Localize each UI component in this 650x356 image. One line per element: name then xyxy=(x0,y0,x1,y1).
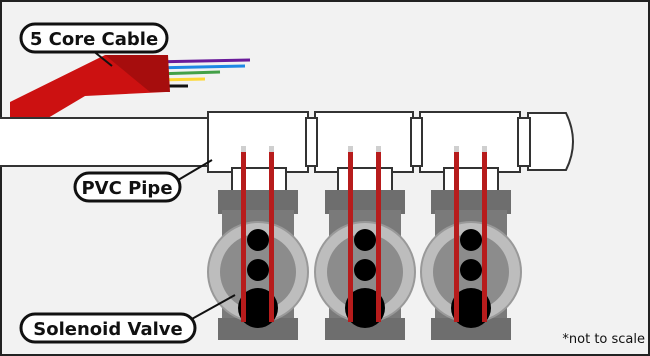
pipe-tee-3-stem xyxy=(443,167,499,193)
valve-label: Solenoid Valve xyxy=(19,312,197,344)
pipe-label-box xyxy=(73,171,182,203)
cable-jacket-tip xyxy=(105,55,170,92)
five-core-cable xyxy=(10,55,251,118)
valve-body-bottom xyxy=(325,318,405,340)
pipe-tee-2-stem xyxy=(337,167,393,193)
valve-port-top xyxy=(354,229,376,251)
valve-port-bottom xyxy=(451,288,491,328)
valve-port-top xyxy=(460,229,482,251)
pipe-end-cap xyxy=(527,112,574,171)
valve-port-mid xyxy=(354,259,376,281)
cable-label: 5 Core Cable xyxy=(19,22,169,54)
solenoid-valve-3 xyxy=(420,146,522,340)
valve-label-box xyxy=(19,312,197,344)
solenoid-wire-tip-right xyxy=(376,146,381,152)
solenoid-wire-left xyxy=(454,150,459,322)
valve-callout-leader xyxy=(189,294,236,321)
pipe-joint-1 xyxy=(305,117,318,167)
valve-port-mid xyxy=(247,259,269,281)
solenoid-wire-tip-left xyxy=(454,146,459,152)
solenoid-wire-right xyxy=(482,150,487,322)
cable-label-text: 5 Core Cable xyxy=(30,29,158,50)
pipe-tee-2 xyxy=(314,111,414,173)
solenoid-wire-tip-left xyxy=(348,146,353,152)
valve-port-mid xyxy=(460,259,482,281)
valve-port-top xyxy=(247,229,269,251)
solenoid-wire-left xyxy=(348,150,353,322)
pipe-end-collar xyxy=(517,117,531,167)
solenoid-wire-right xyxy=(376,150,381,322)
pipe-tee-1-stem xyxy=(231,167,287,193)
solenoid-wire-tip-right xyxy=(269,146,274,152)
pvc-pipe xyxy=(0,111,574,193)
valve-port-bottom xyxy=(238,288,278,328)
valve-body-bottom xyxy=(431,318,511,340)
scale-note: *not to scale xyxy=(562,332,645,347)
valve-body-bottom xyxy=(218,318,298,340)
valve-label-text: Solenoid Valve xyxy=(33,319,182,340)
solenoid-wire-right xyxy=(269,150,274,322)
pipe-label: PVC Pipe xyxy=(73,171,182,203)
solenoid-wire-tip-right xyxy=(482,146,487,152)
pipe-main xyxy=(0,117,217,167)
solenoid-valve-2 xyxy=(314,146,416,340)
cable-label-box xyxy=(19,22,169,54)
solenoid-wire-left xyxy=(241,150,246,322)
pipe-tee-3 xyxy=(419,111,521,173)
pipe-label-text: PVC Pipe xyxy=(81,178,172,199)
pipe-joint-2 xyxy=(410,117,423,167)
solenoid-wire-tip-left xyxy=(241,146,246,152)
pipe-tee-1 xyxy=(207,111,309,173)
valve-port-bottom xyxy=(345,288,385,328)
